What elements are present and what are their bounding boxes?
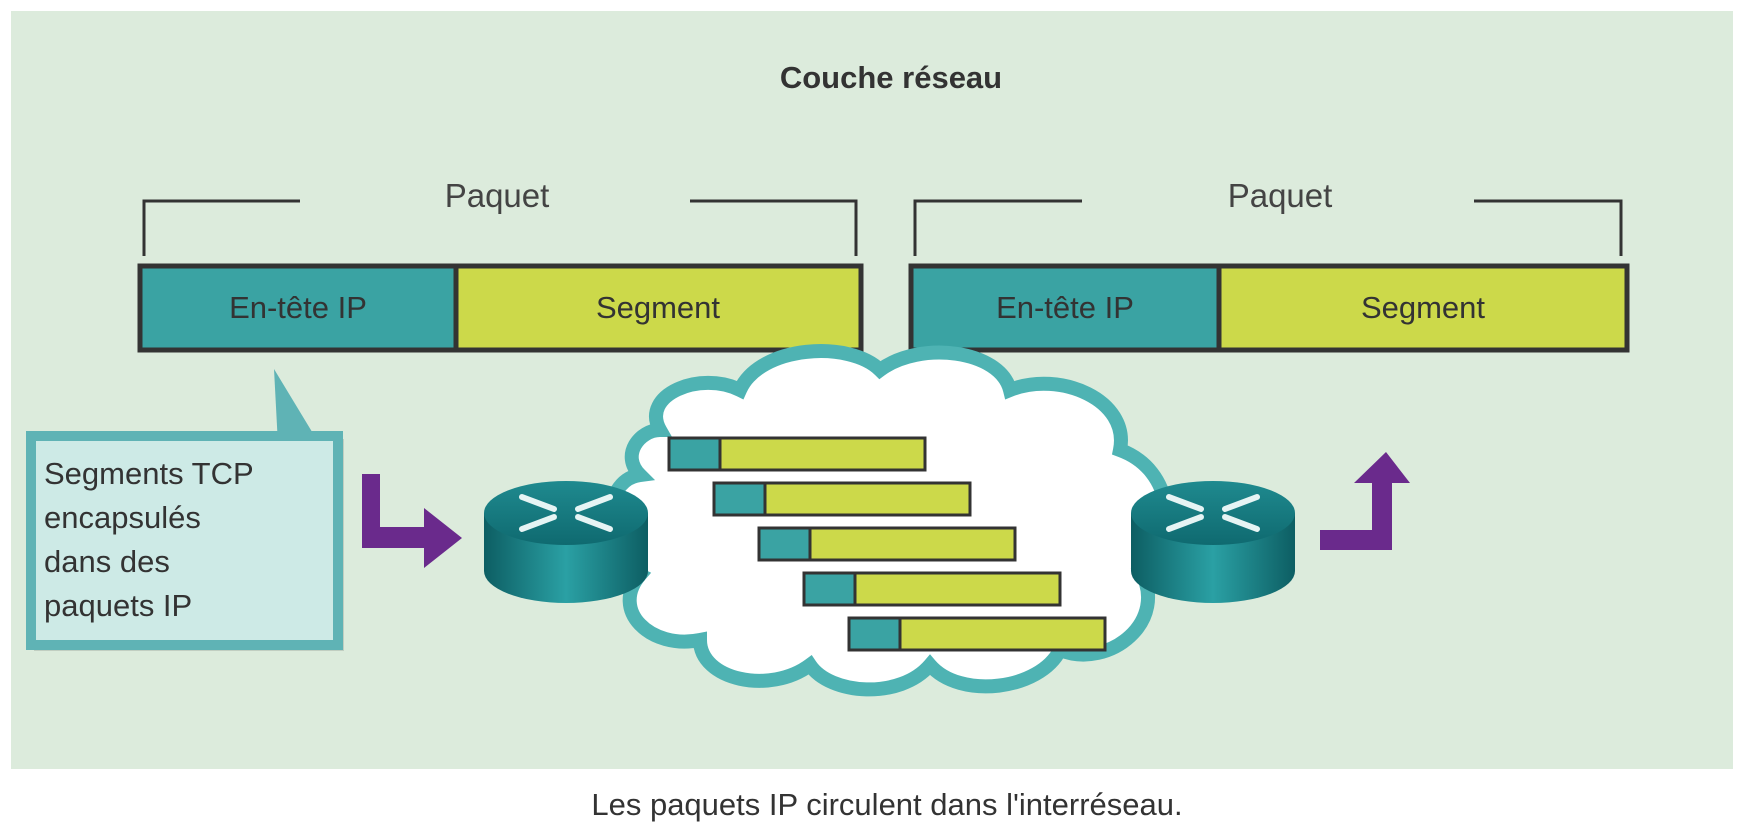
- ip-header: [137, 263, 459, 353]
- mini-packet-header: [757, 526, 812, 562]
- mini-packet-segment: [898, 616, 1107, 652]
- mini-packet-segment: [718, 436, 927, 472]
- mini-packet-segment: [808, 526, 1017, 562]
- callout: Segments TCP encapsulés dans des paquets…: [26, 369, 344, 651]
- mini-packet-segment: [763, 481, 972, 517]
- packet-stream: [667, 436, 1107, 652]
- arrow-icon: [362, 474, 462, 568]
- caption: Les paquets IP circulent dans l'interrés…: [591, 787, 1182, 822]
- packet-bracket: [142, 199, 858, 256]
- callout-line: dans des: [44, 544, 170, 579]
- segment: [453, 263, 864, 353]
- packet-label: Paquet: [1228, 177, 1333, 214]
- arrow-icon: [1320, 452, 1410, 550]
- svg-text:Segments TCP encapsulés: Segments TCP encapsulés dans des paquets…: [44, 456, 262, 623]
- mini-packet-segment: [853, 571, 1062, 607]
- mini-packet-header: [667, 436, 722, 472]
- diagram-title: Couche réseau: [780, 60, 1002, 95]
- router-icon: [1131, 481, 1295, 603]
- packet-2: Paquet En-tête IP Segment: [908, 177, 1630, 353]
- router-icon: [484, 481, 648, 603]
- ip-header: [908, 263, 1222, 353]
- ip-header-label: En-tête IP: [996, 290, 1134, 325]
- segment-label: Segment: [1361, 290, 1485, 325]
- callout-line: encapsulés: [44, 500, 201, 535]
- callout-line: paquets IP: [44, 588, 192, 623]
- callout-line: Segments TCP: [44, 456, 253, 491]
- packet-label: Paquet: [445, 177, 550, 214]
- ip-header-label: En-tête IP: [229, 290, 367, 325]
- packet-1: Paquet En-tête IP Segment: [137, 177, 864, 353]
- packet-bracket: [913, 199, 1623, 256]
- mini-packet-header: [712, 481, 767, 517]
- mini-packet-header: [802, 571, 857, 607]
- segment: [1216, 263, 1630, 353]
- segment-label: Segment: [596, 290, 720, 325]
- mini-packet-header: [847, 616, 902, 652]
